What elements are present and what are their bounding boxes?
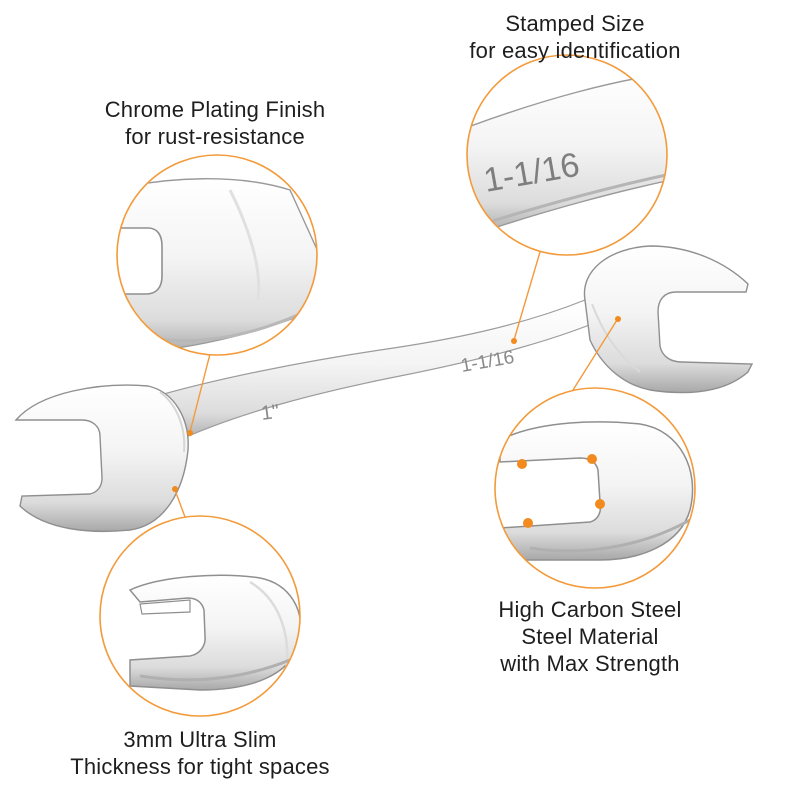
callout-stamped: 1-1/16 [466,54,668,344]
highlight-dot [587,454,597,464]
callout-stamped-leader [513,251,541,341]
callout-carbon-dot [615,316,621,322]
caption-line: High Carbon Steel [498,597,682,622]
callout-slim-ring [99,515,301,717]
caption-line: with Max Strength [500,651,680,676]
caption-line: 3mm Ultra Slim [123,727,277,752]
caption-stamped-size: Stamped Size for easy identification [420,10,730,64]
caption-ultra-slim: 3mm Ultra Slim Thickness for tight space… [30,726,370,780]
wrench-stamp-small: 1" [260,401,281,425]
callout-stamped-dot [511,338,517,344]
callout-carbon-leader [572,319,618,391]
highlight-dot [517,459,527,469]
callout-chrome-dot [187,430,193,436]
callout-stamped-ring [466,54,668,256]
callout-chrome [116,154,318,436]
callout-slim-leader [174,489,186,518]
caption-line: Thickness for tight spaces [70,754,330,779]
caption-line: Chrome Plating Finish [104,97,326,122]
callout-slim-dot [172,486,178,492]
wrench-head-small [14,384,189,533]
callout-carbon [494,316,696,589]
caption-line: Steel Material [521,624,659,649]
callout-carbon-ring [494,387,696,589]
highlight-dot [595,499,605,509]
caption-line: Stamped Size [505,11,645,36]
wrench-head-large [583,245,754,394]
callout-chrome-leader [189,353,211,433]
highlight-dot [523,518,533,528]
caption-line: for rust-resistance [125,124,305,149]
caption-line: for easy identification [469,38,681,63]
caption-high-carbon-steel: High Carbon Steel Steel Material with Ma… [440,596,740,677]
caption-chrome-plating: Chrome Plating Finish for rust-resistanc… [60,96,370,150]
callout-chrome-ring [116,154,318,356]
